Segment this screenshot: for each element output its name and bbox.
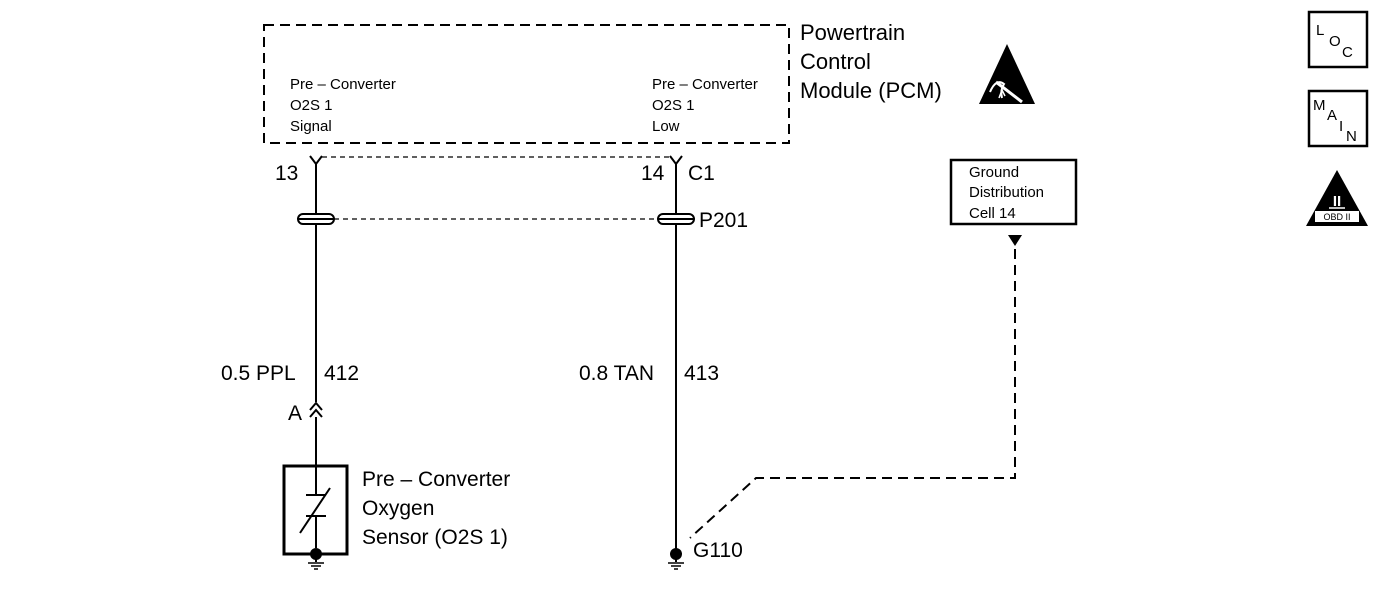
ground-distribution-link (689, 249, 1016, 539)
wire-413-color: 0.8 TAN (579, 362, 654, 385)
svg-text:I: I (1339, 118, 1343, 135)
pcm-left-pin-line2: O2S 1 (290, 97, 333, 114)
g110-ground-icon (668, 548, 684, 570)
p201-label: P201 (699, 209, 748, 232)
svg-text:II: II (1333, 193, 1341, 210)
variable-resistor-icon (299, 487, 331, 548)
obd-ii-icon: II OBD II (1306, 170, 1368, 226)
svg-text:C: C (1342, 44, 1353, 61)
svg-text:OBD II: OBD II (1323, 212, 1350, 222)
pcm-pin-14-connector (669, 155, 683, 166)
pcm-left-pin-line3: Signal (290, 118, 332, 135)
svg-text:M: M (1313, 97, 1326, 114)
sensor-ground-icon (308, 548, 324, 570)
wire-412-circuit: 412 (324, 362, 359, 385)
sensor-connector-a (309, 401, 323, 418)
ground-dist-line1: Ground (969, 164, 1019, 181)
pcm-title-line3: Module (PCM) (800, 78, 942, 103)
svg-text:N: N (1346, 128, 1357, 145)
pcm-right-pin-line3: Low (652, 118, 680, 135)
ground-distribution-box (949, 158, 1078, 226)
sensor-connector-label: A (288, 402, 302, 425)
pcm-right-pin-line1: Pre – Converter (652, 76, 758, 93)
sensor-name-line3: Sensor (O2S 1) (362, 526, 508, 549)
wire-413-circuit: 413 (684, 362, 719, 385)
ground-dist-arrow-icon (1008, 235, 1022, 246)
pcm-title-line2: Control (800, 49, 871, 74)
p201-left-splice (297, 213, 335, 225)
pcm-pin-13-connector (309, 155, 323, 166)
pin-13-label: 13 (275, 162, 298, 185)
svg-text:O: O (1329, 33, 1341, 50)
sensor-name-line1: Pre – Converter (362, 468, 510, 491)
pcm-box (263, 24, 790, 144)
loc-icon: L O C (1307, 10, 1369, 69)
wire-412-color: 0.5 PPL (221, 362, 296, 385)
p201-right-splice (657, 213, 695, 225)
g110-label: G110 (693, 539, 743, 562)
main-icon: M A I N (1307, 89, 1369, 148)
pcm-left-pin-line1: Pre – Converter (290, 76, 396, 93)
pin-14-label: 14 (641, 162, 665, 185)
svg-text:A: A (1327, 107, 1337, 124)
svg-text:L: L (1316, 22, 1324, 39)
pcm-right-pin-line2: O2S 1 (652, 97, 695, 114)
esd-warning-icon (979, 44, 1035, 104)
pcm-title-line1: Powertrain (800, 20, 905, 45)
ground-dist-line2: Distribution (969, 184, 1044, 201)
ground-dist-line3: Cell 14 (969, 205, 1016, 222)
sensor-name-line2: Oxygen (362, 497, 434, 520)
c1-connector-label: C1 (688, 162, 715, 185)
